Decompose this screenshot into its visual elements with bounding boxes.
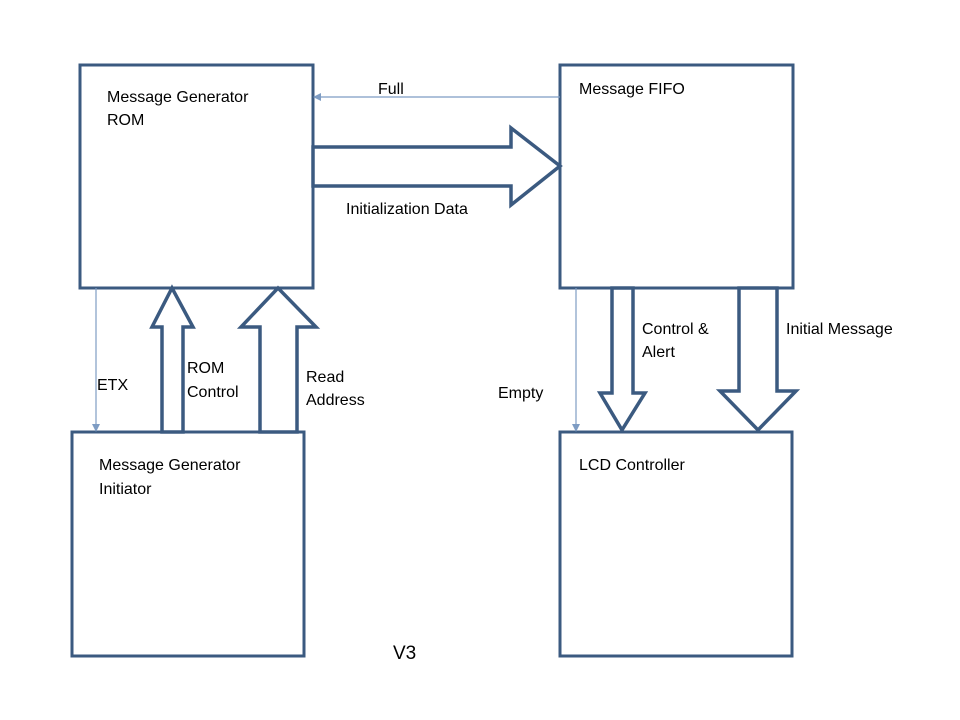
rom-title-line2: ROM <box>107 112 144 129</box>
initiator-title-line1: Message Generator <box>99 457 241 474</box>
control-alert-label-line1: Control & <box>642 321 709 338</box>
read-address-label-line2: Address <box>306 392 365 409</box>
lcd-title: LCD Controller <box>579 457 685 474</box>
lcd-controller-block <box>558 430 794 658</box>
read-address-label-line1: Read <box>306 369 344 386</box>
version-label: V3 <box>393 643 416 664</box>
initiator-title-line2: Initiator <box>99 481 152 498</box>
empty-label: Empty <box>498 385 543 402</box>
full-arrow <box>313 93 560 101</box>
control-alert-label-line2: Alert <box>642 344 675 361</box>
etx-label: ETX <box>97 377 128 394</box>
etx-arrow <box>92 288 100 432</box>
rom-control-label-line2: Control <box>187 384 239 401</box>
rom-control-label-line1: ROM <box>187 360 224 377</box>
rom-control-arrow <box>149 284 196 434</box>
initialization-data-arrow <box>311 124 563 209</box>
fifo-title: Message FIFO <box>579 81 685 98</box>
control-alert-arrow <box>596 286 649 434</box>
message-fifo-block <box>558 63 795 290</box>
initial-message-arrow <box>715 286 801 433</box>
rom-title-line1: Message Generator <box>107 89 249 106</box>
message-generator-rom-block <box>78 63 315 290</box>
empty-arrow <box>572 288 580 432</box>
initialization-data-label: Initialization Data <box>346 201 468 218</box>
read-address-arrow <box>236 285 321 434</box>
message-generator-initiator-block <box>70 430 306 658</box>
initial-message-label: Initial Message <box>786 321 893 338</box>
full-label: Full <box>378 81 404 98</box>
